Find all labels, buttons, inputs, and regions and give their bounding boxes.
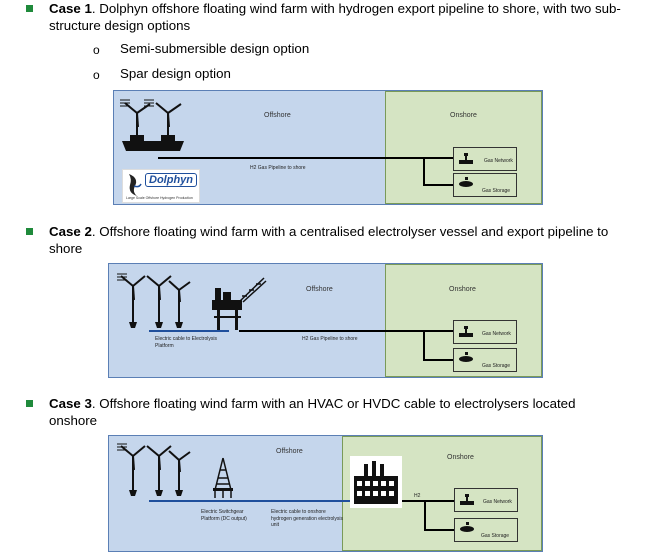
- pipeline-line: [158, 157, 500, 159]
- option-spar: Spar design option: [120, 66, 231, 81]
- storage-tank-icon: [459, 177, 473, 187]
- storage-feed: [423, 359, 453, 361]
- gas-storage-label: Gas Storage: [482, 363, 511, 369]
- switchgear-platform-icon: [213, 457, 233, 498]
- h2-pipeline-line: [402, 500, 492, 502]
- valve-icon: [459, 153, 473, 164]
- onshore-label: Onshore: [449, 286, 476, 293]
- case1-heading: Case 1. Dolphyn offshore floating wind f…: [49, 0, 639, 34]
- gas-storage-label: Gas Storage: [481, 533, 510, 539]
- gas-storage-box: Gas Storage: [453, 348, 517, 372]
- storage-tank-icon: [459, 352, 473, 362]
- pipeline-label: H2 Gas Pipeline to shore: [250, 165, 306, 171]
- pipeline-label: H2 Gas Pipeline to shore: [302, 336, 358, 342]
- gas-network-label: Gas Network: [482, 331, 511, 337]
- option-marker-2: o: [93, 68, 100, 82]
- switchgear-label: Electric Switchgear Platform (DC output): [201, 509, 247, 522]
- case1-bullet: [26, 5, 33, 12]
- case2-heading: Case 2. Offshore floating wind farm with…: [49, 223, 639, 257]
- case3-heading: Case 3. Offshore floating wind farm with…: [49, 395, 589, 429]
- offshore-label: Offshore: [306, 286, 333, 293]
- valve-icon: [459, 326, 473, 337]
- cable-line: [149, 330, 229, 332]
- storage-branch: [424, 500, 426, 530]
- gas-storage-box: Gas Storage: [454, 518, 518, 542]
- electrolyser-platform-icon: [212, 277, 267, 330]
- dolphyn-logo: Dolphyn Large Scale Offshore Hydrogen Pr…: [122, 169, 200, 203]
- wind-turbines-icon: [120, 99, 184, 151]
- case2-description: . Offshore floating wind farm with a cen…: [49, 224, 609, 256]
- case2-bullet: [26, 228, 33, 235]
- offshore-label: Offshore: [276, 448, 303, 455]
- case3-diagram: Offshore Onshore Electric Switchgear Pla…: [108, 435, 543, 552]
- option-marker-1: o: [93, 43, 100, 57]
- cable-label: Electric cable to Electrolysis Platform: [155, 336, 217, 349]
- gas-network-box: Gas Network: [453, 320, 517, 344]
- h2-label: H2: [414, 493, 421, 499]
- onshore-label: Onshore: [447, 454, 474, 461]
- case2-diagram: Offshore Onshore Elect: [108, 263, 543, 378]
- case1-label: Case 1: [49, 1, 92, 16]
- case1-description: . Dolphyn offshore floating wind farm wi…: [49, 1, 621, 33]
- wind-turbines-icon: [117, 443, 191, 496]
- electrolysis-plant-icon: [350, 456, 402, 508]
- onshore-label: Onshore: [450, 112, 477, 119]
- gas-storage-label: Gas Storage: [482, 188, 511, 194]
- storage-feed: [424, 529, 454, 531]
- storage-branch: [423, 330, 425, 360]
- logo-wordmark: Dolphyn: [145, 173, 197, 187]
- logo-tagline: Large Scale Offshore Hydrogen Production: [126, 196, 193, 200]
- storage-feed: [423, 184, 453, 186]
- cable-line: [149, 500, 354, 502]
- storage-branch: [423, 157, 425, 185]
- option-semi-submersible: Semi-submersible design option: [120, 41, 310, 56]
- case1-diagram: Offshore Onshore H2 Gas Pipeline to shor…: [113, 90, 543, 205]
- case3-label: Case 3: [49, 396, 92, 411]
- gas-network-label: Gas Network: [483, 499, 512, 505]
- gas-storage-box: Gas Storage: [453, 173, 517, 197]
- dolphin-icon: [129, 174, 142, 196]
- gas-network-box: Gas Network: [453, 147, 517, 171]
- case3-description: . Offshore floating wind farm with an HV…: [49, 396, 576, 428]
- gas-network-box: Gas Network: [454, 488, 518, 512]
- case2-label: Case 2: [49, 224, 92, 239]
- valve-icon: [460, 494, 474, 505]
- case3-bullet: [26, 400, 33, 407]
- offshore-label: Offshore: [264, 112, 291, 119]
- pipeline-line: [239, 330, 491, 332]
- wind-turbines-icon: [117, 273, 191, 328]
- gas-network-label: Gas Network: [484, 158, 513, 164]
- storage-tank-icon: [460, 522, 474, 532]
- cable-label: Electric cable to onshore hydrogen gener…: [271, 509, 343, 528]
